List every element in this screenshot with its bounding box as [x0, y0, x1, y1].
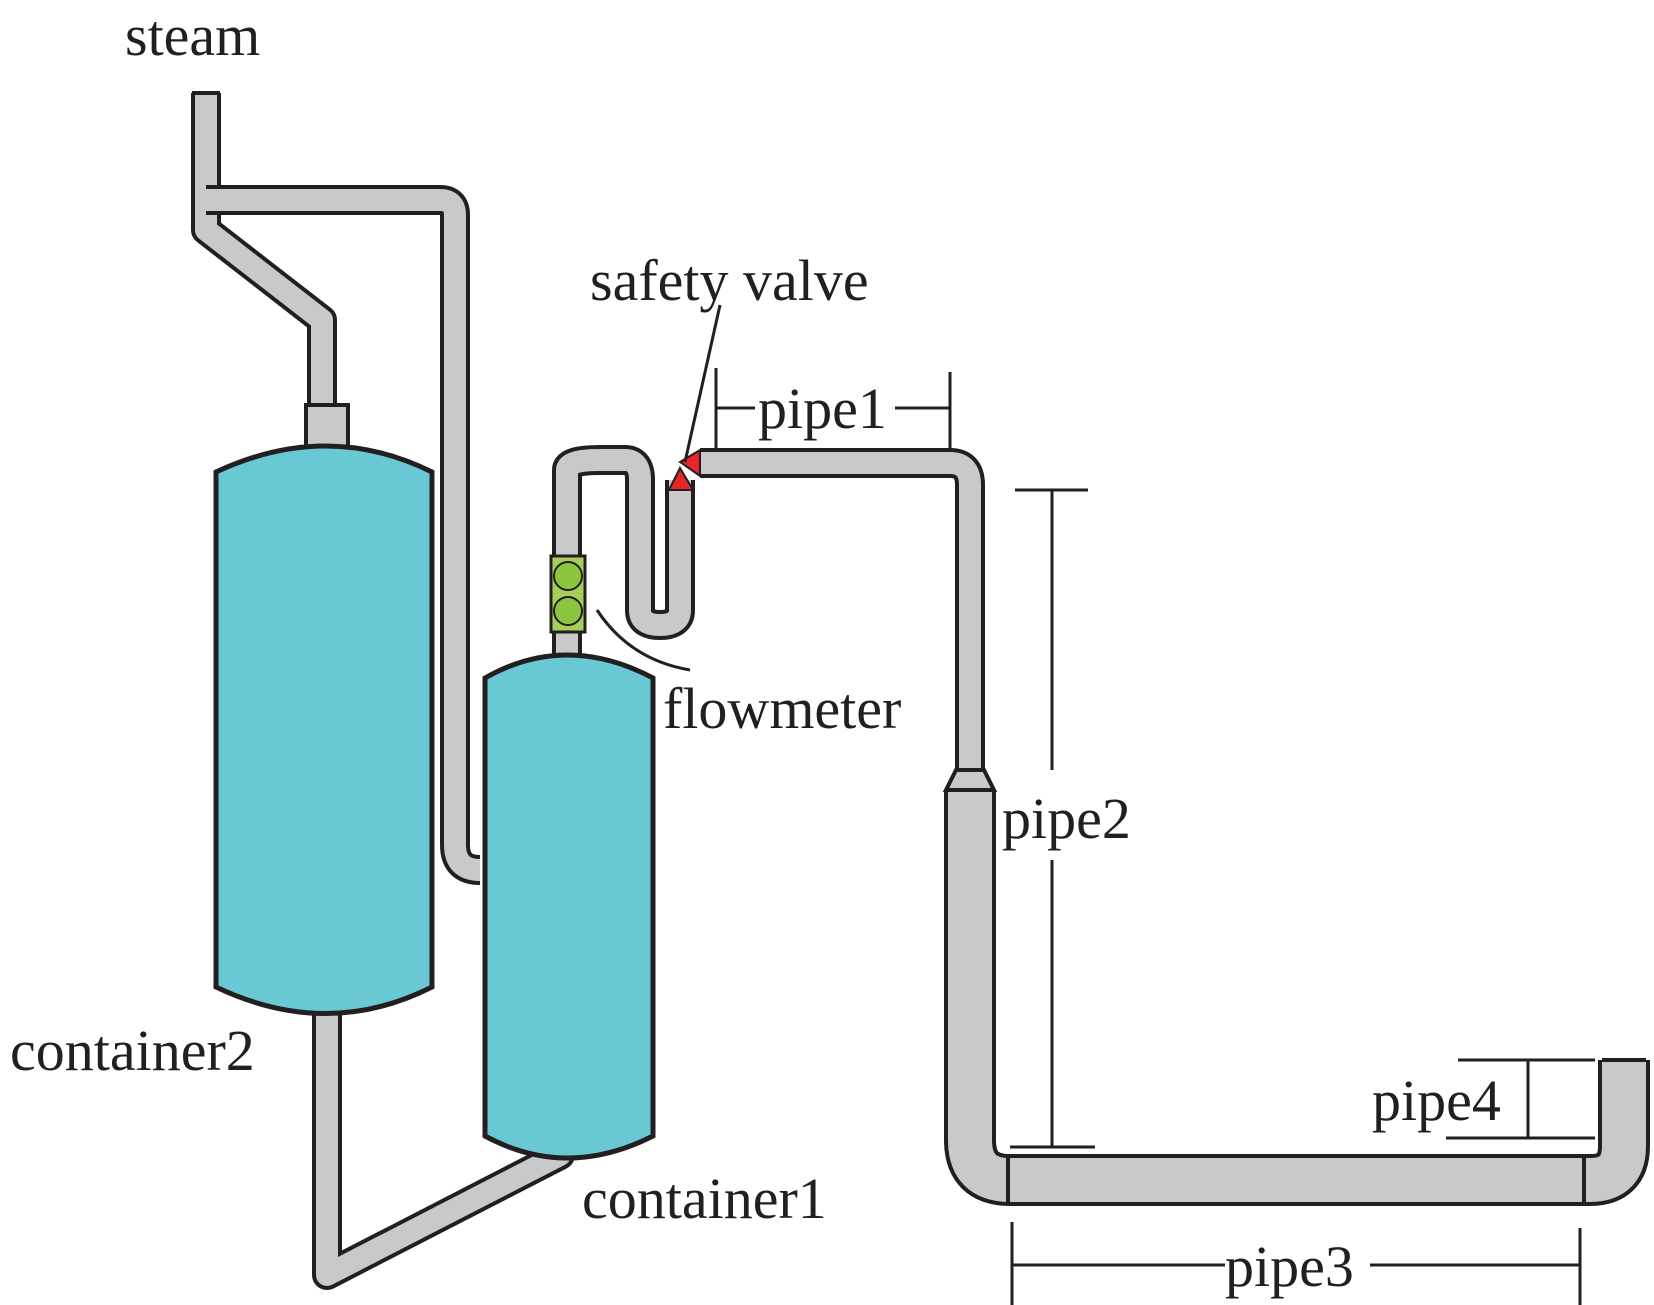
- container2: [213, 403, 435, 1016]
- wide-pipe-section: [942, 768, 1650, 1206]
- flowmeter-label: flowmeter: [663, 676, 901, 741]
- pipe1-dimension: [714, 368, 952, 452]
- container1-label: container1: [582, 1166, 827, 1231]
- pipe2-dimension: [1010, 488, 1095, 1149]
- u-bend-pipe: [552, 445, 695, 655]
- pipe3-dimension: [1010, 1222, 1582, 1305]
- steam-inlet-pipe: [191, 91, 337, 410]
- bypass-pipe: [206, 185, 481, 885]
- pipe1-pipe2-line: [700, 448, 985, 770]
- steam-label: steam: [125, 3, 260, 68]
- container1: [482, 652, 656, 1161]
- pipe2-label: pipe2: [1002, 786, 1131, 851]
- safety-valve-leader: [683, 304, 722, 463]
- pipe4-dimension: [1446, 1058, 1595, 1140]
- pipe3-label: pipe3: [1225, 1234, 1354, 1299]
- pipe4-label: pipe4: [1372, 1068, 1501, 1133]
- container2-label: container2: [10, 1018, 255, 1083]
- flowmeter: [549, 554, 587, 634]
- pipe1-label: pipe1: [758, 376, 887, 441]
- safety-valve: [667, 448, 701, 491]
- safety-valve-label: safety valve: [590, 248, 869, 313]
- flowmeter-leader: [595, 609, 691, 672]
